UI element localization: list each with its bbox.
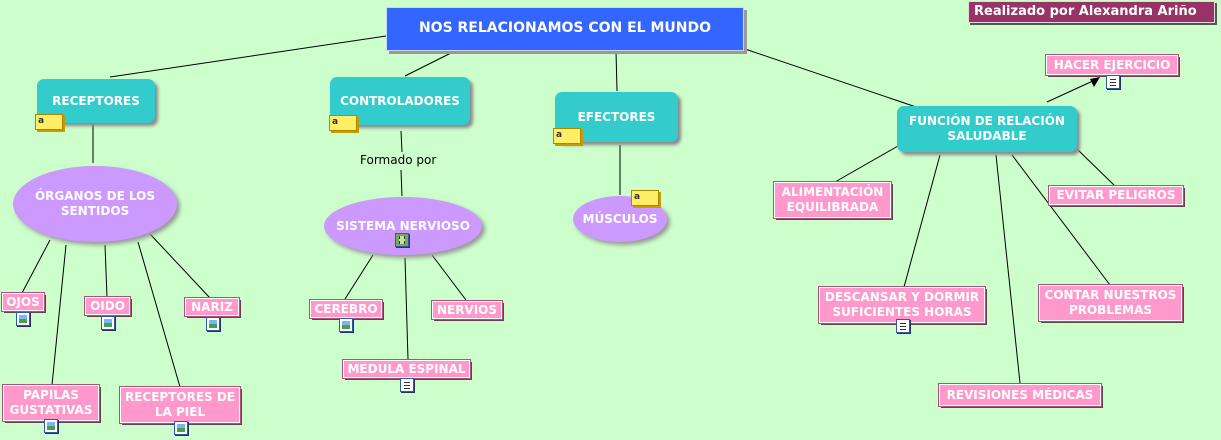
hacer-ejercicio-node[interactable]: HACER EJERCICIO [1045, 54, 1179, 76]
papilas-node[interactable]: PAPILAS GUSTATIVAS [2, 384, 100, 422]
evitar-peligros-node[interactable]: EVITAR PELIGROS [1048, 185, 1184, 206]
image-icon[interactable] [16, 312, 30, 326]
nervios-node[interactable]: NERVIOS [431, 300, 503, 320]
note-icon[interactable]: a [553, 128, 581, 144]
image-icon[interactable] [339, 318, 353, 332]
image-icon[interactable] [174, 421, 188, 435]
root-node[interactable]: NOS RELACIONAMOS CON EL MUNDO [386, 7, 744, 51]
revisiones-medicas-node[interactable]: REVISIONES MÉDICAS [938, 383, 1102, 407]
document-icon[interactable] [400, 378, 414, 392]
sistema-nervioso-node[interactable]: SISTEMA NERVIOSO [324, 197, 482, 255]
link-label-formado-por: Formado por [358, 153, 439, 167]
contar-problemas-node[interactable]: CONTAR NUESTROS PROBLEMAS [1038, 284, 1183, 322]
document-icon[interactable] [1106, 75, 1120, 89]
image-icon[interactable] [206, 317, 220, 331]
descansar-node[interactable]: DESCANSAR Y DORMIR SUFICIENTES HORAS [818, 286, 986, 324]
cerebro-node[interactable]: CEREBRO [309, 299, 383, 319]
image-icon[interactable] [44, 419, 58, 433]
ojos-node[interactable]: OJOS [1, 292, 45, 312]
video-icon[interactable] [395, 233, 409, 247]
funcion-relacion-node[interactable]: FUNCIÓN DE RELACIÓN SALUDABLE [897, 106, 1077, 152]
image-icon[interactable] [101, 316, 115, 330]
note-icon[interactable]: a [329, 115, 357, 131]
document-icon[interactable] [896, 319, 910, 333]
medula-espinal-node[interactable]: MEDULA ESPINAL [342, 359, 471, 379]
organos-node[interactable]: ÓRGANOS DE LOS SENTIDOS [13, 166, 177, 242]
note-icon[interactable]: a [35, 114, 63, 130]
receptores-piel-node[interactable]: RECEPTORES DE LA PIEL [119, 386, 241, 424]
author-credit: Realizado por Alexandra Ariño [968, 1, 1215, 23]
oido-node[interactable]: OIDO [84, 296, 131, 316]
alimentacion-node[interactable]: ALIMENTACIÓN EQUILIBRADA [773, 181, 892, 219]
note-icon[interactable]: a [631, 190, 659, 206]
receptores-node[interactable]: RECEPTORES [37, 79, 155, 123]
nariz-node[interactable]: NARIZ [184, 297, 240, 317]
